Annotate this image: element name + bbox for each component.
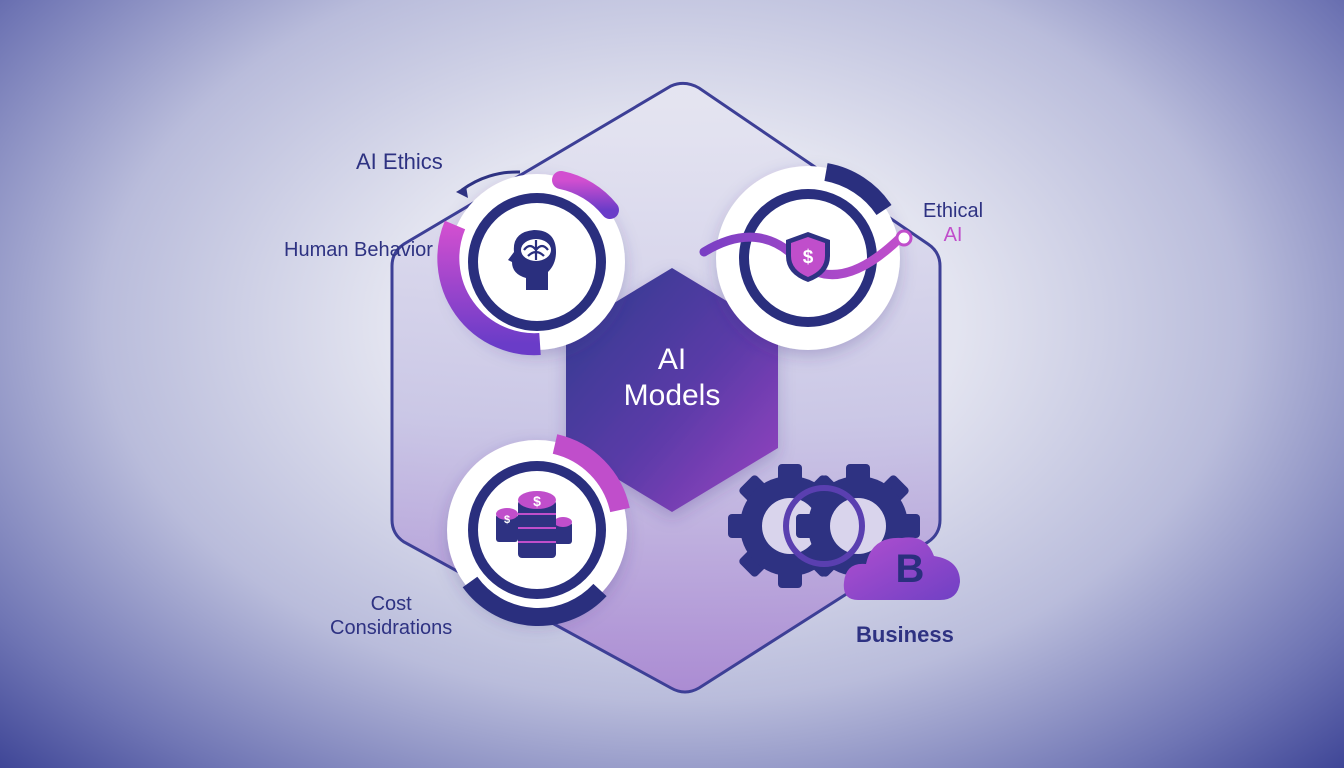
ai-ethics-label: AI Ethics: [356, 149, 443, 174]
ai-ethics-node: [437, 170, 625, 356]
human-behavior-label: Human Behavior: [284, 239, 433, 261]
cost-node: $ $: [447, 434, 630, 627]
ethical-ai-node: $: [699, 163, 913, 350]
business-label: Business: [856, 622, 954, 647]
svg-text:$: $: [803, 247, 814, 268]
center-hexagon: [566, 268, 778, 512]
gears-icon: [728, 464, 920, 588]
ethical-ai-label-line1: Ethical: [923, 200, 984, 222]
business-node: [728, 464, 960, 600]
center-label-line2: Models: [623, 379, 721, 412]
svg-text:$: $: [504, 514, 510, 526]
cloud-icon: [843, 537, 960, 600]
center-label: AI Models: [566, 342, 778, 414]
shield-dollar-icon: $: [786, 232, 830, 282]
brain-head-icon: [508, 230, 556, 290]
center-label-line1: AI: [657, 343, 687, 376]
coin-stack-icon: $ $: [496, 491, 572, 558]
ethical-ai-label-line2: AI: [943, 224, 963, 246]
cost-label-line2: Considrations: [330, 617, 453, 639]
ethical-ai-label: Ethical AI: [923, 199, 983, 247]
svg-text:$: $: [533, 493, 541, 509]
cloud-letter: B: [895, 547, 925, 591]
cost-label: Cost Considrations: [330, 592, 452, 640]
cost-label-line1: Cost: [370, 593, 412, 615]
